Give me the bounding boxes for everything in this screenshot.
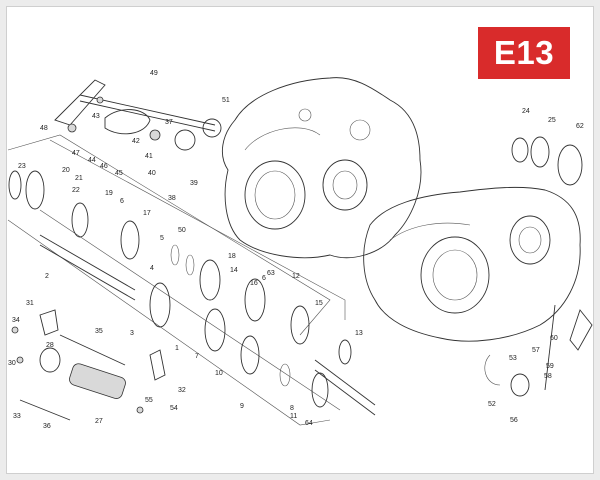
callout-7: 7	[195, 353, 199, 360]
callout-4: 4	[150, 265, 154, 272]
callout-11: 11	[290, 413, 297, 420]
callout-49: 49	[150, 70, 158, 77]
callout-36: 36	[43, 423, 51, 430]
callout-14: 14	[230, 267, 238, 274]
callout-38: 38	[168, 195, 176, 202]
shift-drum	[11, 309, 166, 421]
callout-10: 10	[215, 370, 223, 377]
callout-60: 60	[550, 335, 558, 342]
callout-22: 22	[72, 187, 80, 194]
callout-6: 6	[120, 198, 124, 205]
countershaft	[314, 339, 376, 416]
callout-37: 37	[165, 119, 173, 126]
callout-21: 21	[75, 175, 83, 182]
callout-56: 56	[510, 417, 518, 424]
callout-50: 50	[178, 227, 186, 234]
crankcase-right	[363, 186, 581, 342]
callout-13: 13	[355, 330, 363, 337]
callout-28: 28	[46, 342, 54, 349]
callout-12: 12	[292, 273, 300, 280]
callout-41: 41	[145, 153, 153, 160]
callout-35: 35	[95, 328, 103, 335]
callout-43: 43	[92, 113, 100, 120]
callout-18: 18	[228, 253, 236, 260]
callout-20: 20	[62, 167, 70, 174]
callout-40: 40	[148, 170, 156, 177]
callout-52: 52	[488, 401, 496, 408]
callout-58: 58	[544, 373, 552, 380]
callout-8: 8	[290, 405, 294, 412]
right-side-parts	[484, 136, 593, 397]
callout-3: 3	[130, 330, 134, 337]
page-code-badge: E13	[478, 27, 570, 79]
callout-9: 9	[240, 403, 244, 410]
callout-64: 64	[305, 420, 313, 427]
callout-2: 2	[45, 273, 49, 280]
shift-shaft	[54, 79, 222, 151]
callout-44: 44	[88, 157, 96, 164]
callout-39: 39	[190, 180, 198, 187]
callout-42: 42	[132, 138, 140, 145]
crankcase-left	[221, 77, 422, 259]
callout-47: 47	[72, 150, 80, 157]
callout-24: 24	[522, 108, 530, 115]
callout-32: 32	[178, 387, 186, 394]
callout-51: 51	[222, 97, 230, 104]
callout-1: 1	[175, 345, 179, 352]
callout-6: 6	[262, 275, 266, 282]
callout-17: 17	[143, 210, 151, 217]
callout-16: 16	[250, 280, 258, 287]
callout-34: 34	[12, 317, 20, 324]
callout-57: 57	[532, 347, 540, 354]
callout-53: 53	[509, 355, 517, 362]
callout-25: 25	[548, 117, 556, 124]
callout-59: 59	[546, 363, 554, 370]
mainshaft-gears	[8, 170, 329, 408]
callout-46: 46	[100, 163, 108, 170]
callout-33: 33	[13, 413, 21, 420]
callout-30: 30	[8, 360, 16, 367]
callout-27: 27	[95, 418, 103, 425]
callout-45: 45	[115, 170, 123, 177]
callout-5: 5	[160, 235, 164, 242]
assembly-outline	[7, 134, 346, 426]
callout-19: 19	[105, 190, 113, 197]
callout-48: 48	[40, 125, 48, 132]
callout-54: 54	[170, 405, 178, 412]
callout-15: 15	[315, 300, 323, 307]
callout-62: 62	[576, 123, 584, 130]
callout-23: 23	[18, 163, 26, 170]
callout-31: 31	[26, 300, 34, 307]
callout-63: 63	[267, 270, 275, 277]
callout-55: 55	[145, 397, 153, 404]
